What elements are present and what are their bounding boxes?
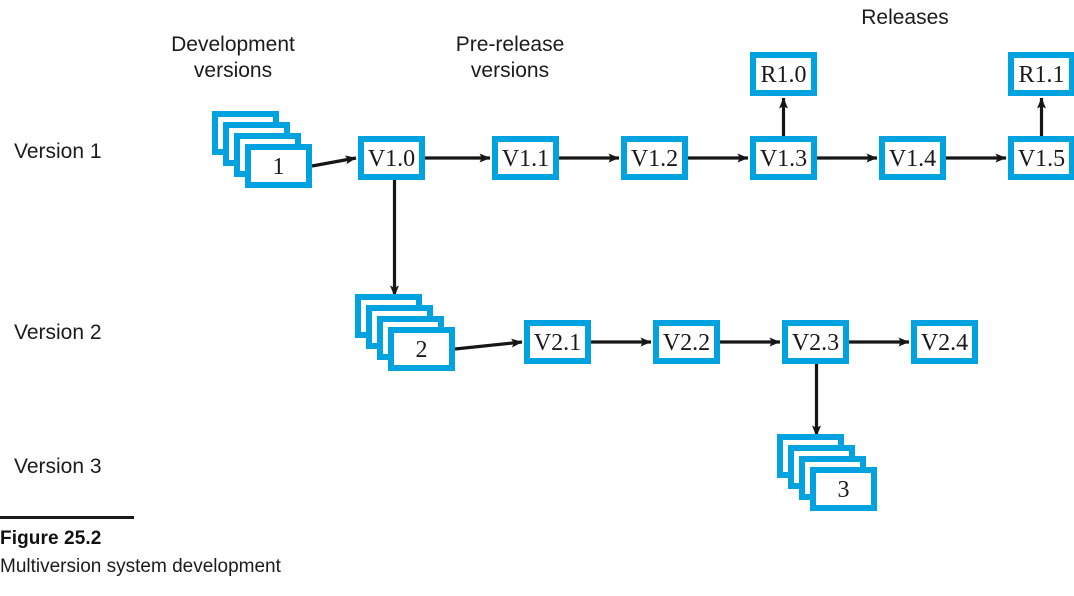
box-v2-1[interactable] <box>524 320 591 364</box>
box-v2-3[interactable] <box>782 320 849 364</box>
node-label-v2-3: V2.3 <box>792 330 839 356</box>
stack-front-dev-stack-1[interactable] <box>245 144 312 188</box>
node-label-v2-2: V2.2 <box>663 330 710 356</box>
column-header-pre-release-versions: Pre-release versions <box>455 33 565 82</box>
node-label-dev-stack-3: 3 <box>838 477 850 503</box>
box-v2-4[interactable] <box>911 320 978 364</box>
row-label-version-1: Version 1 <box>14 140 102 163</box>
node-v1-5[interactable]: V1.5 <box>1008 136 1074 180</box>
caption-figure-text: Multiversion system development <box>0 556 281 577</box>
node-v1-1[interactable]: V1.1 <box>492 136 559 180</box>
node-label-v1-5: V1.5 <box>1018 146 1065 172</box>
node-v2-1[interactable]: V2.1 <box>524 320 591 364</box>
arrow-e-stack1-v1-0 <box>311 155 357 168</box>
stack-front-dev-stack-2[interactable] <box>388 327 455 371</box>
edges-layer <box>311 97 1046 437</box>
node-v1-4[interactable]: V1.4 <box>879 136 946 180</box>
caption-figure-number: Figure 25.2 <box>0 528 102 549</box>
node-r1-1[interactable]: R1.1 <box>1008 52 1074 96</box>
column-header-releases: Releases <box>861 6 949 29</box>
caption-divider <box>0 516 134 519</box>
node-label-v2-4: V2.4 <box>921 330 968 356</box>
node-v1-0[interactable]: V1.0 <box>358 136 425 180</box>
box-r1-0[interactable] <box>750 52 817 96</box>
node-label-dev-stack-2: 2 <box>416 337 428 363</box>
box-v2-2[interactable] <box>653 320 720 364</box>
node-label-r1-0: R1.0 <box>760 62 806 88</box>
node-label-r1-1: R1.1 <box>1018 62 1064 88</box>
node-label-v1-3: V1.3 <box>760 146 807 172</box>
box-r1-1[interactable] <box>1008 52 1074 96</box>
box-v1-2[interactable] <box>621 136 688 180</box>
node-label-v1-0: V1.0 <box>368 146 415 172</box>
node-label-dev-stack-1: 1 <box>273 154 285 180</box>
box-v1-0[interactable] <box>358 136 425 180</box>
node-dev-stack-2[interactable]: 2 <box>355 294 455 371</box>
box-v1-4[interactable] <box>879 136 946 180</box>
node-v1-2[interactable]: V1.2 <box>621 136 688 180</box>
column-header-development-versions: Development versions <box>171 33 295 82</box>
stack-front-dev-stack-3[interactable] <box>810 467 877 511</box>
node-label-v1-1: V1.1 <box>502 146 549 172</box>
row-label-version-3: Version 3 <box>14 455 102 478</box>
node-v2-2[interactable]: V2.2 <box>653 320 720 364</box>
node-label-v2-1: V2.1 <box>534 330 581 356</box>
box-v1-5[interactable] <box>1008 136 1074 180</box>
box-v1-3[interactable] <box>750 136 817 180</box>
nodes-layer: 1 V1.0 V1.1 V1.2 V1.3 V1.4 V1.5 R1.0 R1.1 2 V2.1 V2… <box>212 52 1074 511</box>
arrow-e-stack2-v2-1 <box>454 338 523 351</box>
row-label-version-2: Version 2 <box>14 321 102 344</box>
box-v1-1[interactable] <box>492 136 559 180</box>
node-v2-3[interactable]: V2.3 <box>782 320 849 364</box>
node-label-v1-4: V1.4 <box>889 146 936 172</box>
node-v2-4[interactable]: V2.4 <box>911 320 978 364</box>
node-label-v1-2: V1.2 <box>631 146 678 172</box>
node-dev-stack-3[interactable]: 3 <box>777 434 877 511</box>
node-r1-0[interactable]: R1.0 <box>750 52 817 96</box>
node-dev-stack-1[interactable]: 1 <box>212 111 312 188</box>
node-v1-3[interactable]: V1.3 <box>750 136 817 180</box>
